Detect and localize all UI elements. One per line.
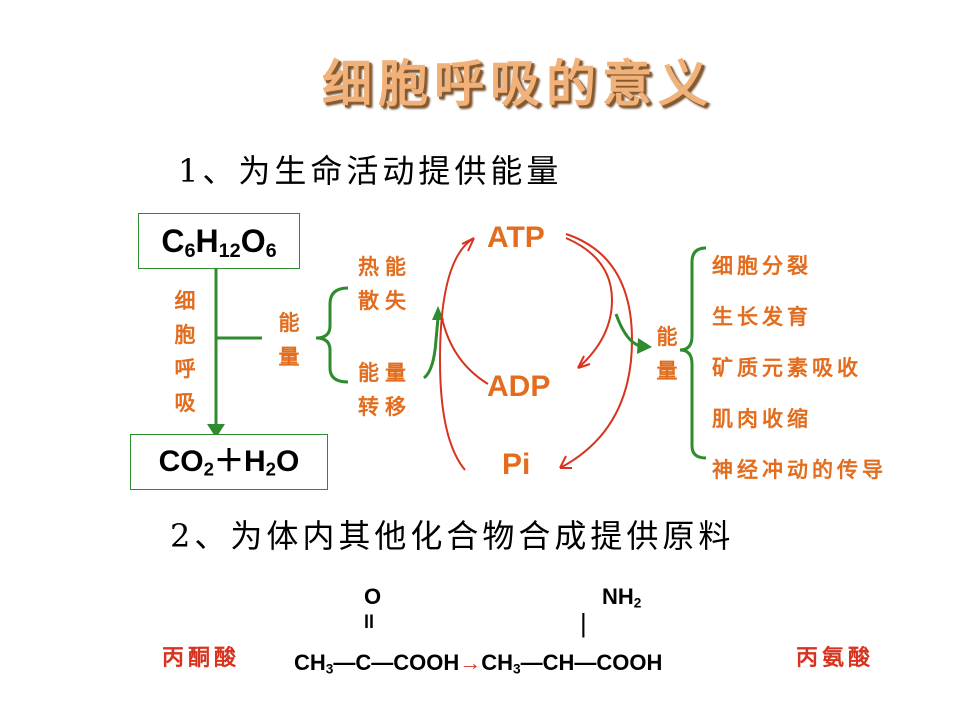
pi-label: Pi <box>502 448 531 481</box>
energy-label-right: 能 量 <box>656 324 678 383</box>
use-item: 生长发育 <box>712 304 812 329</box>
carbonyl-oxygen: O <box>364 584 382 609</box>
reaction-equation: CH3—C—COOH→CH3—CH—COOH <box>294 650 662 676</box>
heat-loss-label: 热能 散失 <box>358 254 412 313</box>
respiration-arrowhead <box>207 424 225 438</box>
alanine-formula: CH3—CH—COOH <box>481 650 663 677</box>
atp-label: ATP <box>487 221 545 254</box>
brace-left <box>315 286 349 384</box>
release-arrowhead <box>637 338 652 354</box>
pyruvate-formula: CH3—C—COOH <box>294 650 460 677</box>
adp-label: ADP <box>487 370 551 403</box>
release-arrow <box>614 313 641 348</box>
double-bond: ll <box>364 612 375 632</box>
use-item: 矿质元素吸收 <box>712 355 862 380</box>
energy-transfer-label: 能量 转移 <box>358 360 412 419</box>
single-bond: | <box>580 608 587 638</box>
reaction-arrow: → <box>459 650 482 675</box>
use-item: 神经冲动的传导 <box>712 457 887 482</box>
hydrolysis-arc-inner <box>565 237 614 369</box>
heading-raw-materials: 2、为体内其他化合物合成提供原料 <box>170 517 735 555</box>
use-item: 细胞分裂 <box>712 253 812 278</box>
pyruvate-label: 丙酮酸 <box>162 645 241 671</box>
amino-group: NH2 <box>602 584 642 611</box>
glucose-box: C6H12O6 <box>138 213 300 269</box>
alanine-label: 丙氨酸 <box>796 645 875 671</box>
adp-arc <box>441 317 489 385</box>
energy-label-left: 能 量 <box>278 310 300 369</box>
energy-uses-list: 细胞分裂 生长发育 矿质元素吸收 肌肉收缩 神经冲动的传导 <box>712 240 887 495</box>
respiration-label: 细 胞 呼 吸 <box>174 288 196 415</box>
heading-energy-supply: 1、为生命活动提供能量 <box>178 152 563 190</box>
transfer-arrow <box>422 317 440 380</box>
synthesis-arc <box>438 237 475 471</box>
hydrolysis-arc-outer <box>559 233 634 469</box>
products-box: CO2＋H2O <box>130 434 328 490</box>
use-item: 肌肉收缩 <box>712 406 812 431</box>
page-title: 细胞呼吸的意义 <box>322 54 714 113</box>
brace-right <box>679 246 707 460</box>
